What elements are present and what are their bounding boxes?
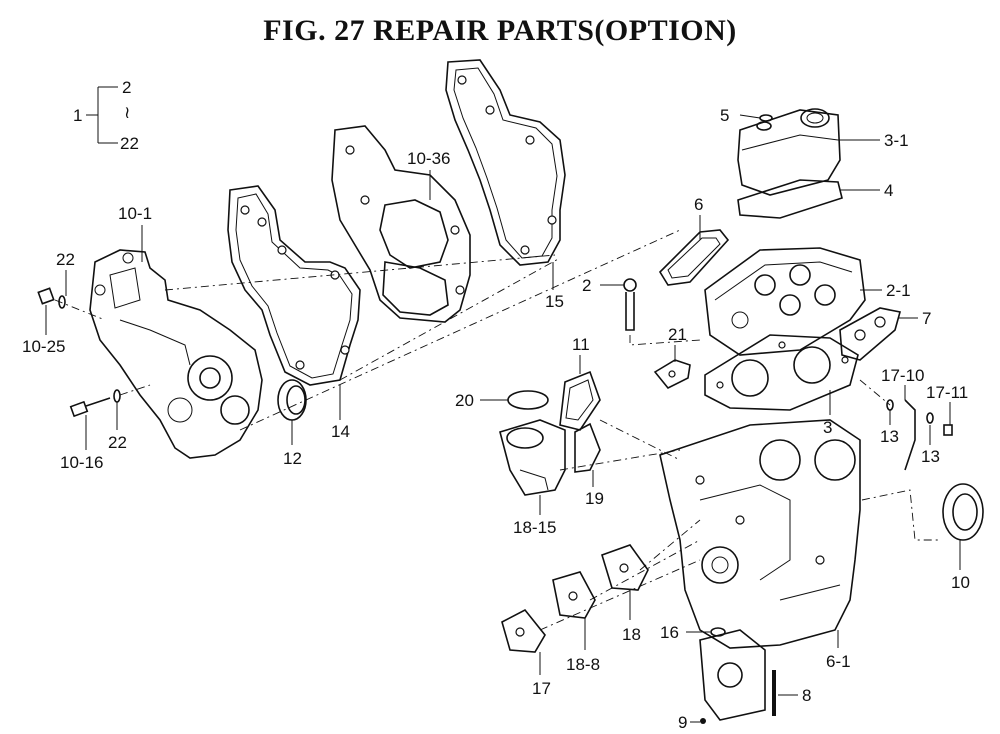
gasket-15 [445,59,566,266]
callout-8: 8 [802,686,811,705]
callout-14: 14 [331,422,350,441]
callout-6-1: 6-1 [826,652,851,671]
bearing-housing [699,629,766,721]
callout-18-8: 18-8 [566,655,600,674]
bolt-10-25 [37,287,106,321]
dipstick-8 [772,670,776,716]
bracket-main-label: 1 [73,106,82,125]
callout-18: 18 [622,625,641,644]
callout-15: 15 [545,292,564,311]
pipe-17-10 [886,399,953,471]
callout-18-15: 18-15 [513,518,556,537]
cover-plate-11 [559,370,601,431]
callout-19: 19 [585,489,604,508]
o-ring-16 [710,627,726,637]
bracket-range-mark: ≀ [124,103,130,122]
callout-12: 12 [283,449,302,468]
rocker-cover-gasket-4 [737,179,843,219]
gasket-17 [501,608,546,653]
callout-10: 10 [951,573,970,592]
callout-11: 11 [572,335,590,354]
head-gasket [704,334,859,411]
gasket-18-8 [552,571,596,619]
gear-case [89,249,263,459]
gasket-6 [658,229,730,286]
gasket-14 [227,185,361,386]
callout-22: 22 [108,433,127,452]
callout-9: 9 [678,713,687,732]
callout-13: 13 [921,447,940,466]
callout-10-1: 10-1 [118,204,152,223]
callout-17-11: 17-11 [926,383,968,402]
thermostat-housing [499,419,566,496]
assembly-bracket: 2 ≀ 22 1 [73,78,139,153]
callout-6: 6 [694,195,703,214]
gasket-19 [574,422,601,473]
cylinder-head [704,247,866,356]
callout-2-1: 2-1 [886,281,911,300]
oil-seal-10 [861,483,984,541]
valve-2 [623,278,701,346]
bracket-top-label: 2 [122,78,131,97]
crankcase [659,419,861,649]
callout-17-10: 17-10 [881,366,924,385]
bolt-10-16 [69,384,151,418]
callout-2: 2 [582,276,591,295]
callout-7: 7 [922,309,931,328]
figure-title: FIG. 27 REPAIR PARTS(OPTION) [263,14,737,47]
callout-21: 21 [668,325,687,344]
bracket-bottom-label: 22 [120,134,139,153]
callout-5: 5 [720,106,729,125]
callout-22: 22 [56,250,75,269]
callout-17: 17 [532,679,551,698]
o-ring-20 [507,390,549,410]
callout-3: 3 [823,418,832,437]
gasket-7 [839,307,902,361]
callout-20: 20 [455,391,474,410]
gasket-10-36 [331,125,471,323]
gasket-18 [601,544,649,591]
rocker-cover [737,108,841,196]
callout-10-16: 10-16 [60,453,103,472]
bolt-9 [700,718,706,724]
oil-cap-5 [759,114,773,122]
gasket-21 [653,359,691,390]
callout-10-25: 10-25 [22,337,65,356]
callout-13: 13 [880,427,899,446]
callout-16: 16 [660,623,679,642]
callout-4: 4 [884,181,893,200]
oil-seal-12 [277,379,307,421]
callout-10-36: 10-36 [407,149,450,168]
callout-3-1: 3-1 [884,131,909,150]
